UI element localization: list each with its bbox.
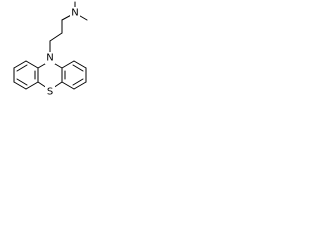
bond-left-double-2 [16, 78, 28, 86]
bond-c1-c2 [49, 32, 63, 42]
bond-left-5 [25, 81, 39, 90]
bond-left-4 [13, 81, 27, 90]
bond-left-double-1 [16, 64, 28, 72]
atom-labels: N N S [45, 7, 80, 98]
bond-left-2 [13, 60, 27, 69]
right-benzene-ring [61, 60, 87, 90]
bond-right-1 [61, 60, 75, 69]
structure-canvas: N N S [0, 0, 99, 118]
amine-nitrogen-label: N [71, 8, 78, 19]
bond-right-5 [61, 81, 75, 90]
left-benzene-ring [13, 60, 39, 90]
ring-nitrogen-background [45, 52, 55, 64]
ring-nitrogen-label: N [46, 53, 53, 64]
bond-right-double-2 [72, 78, 84, 86]
central-ring [37, 60, 63, 89]
bond-right-double-1 [72, 64, 84, 72]
ring-sulfur-label: S [47, 87, 53, 98]
bond-left-1 [25, 60, 39, 69]
amine-nitrogen-background [70, 7, 80, 19]
bond-right-2 [73, 60, 87, 69]
bond-right-4 [73, 81, 87, 90]
side-chain [49, 1, 88, 56]
ring-sulfur-background [45, 86, 55, 98]
phenothiazine-structure-diagram: N N S [13, 1, 88, 98]
